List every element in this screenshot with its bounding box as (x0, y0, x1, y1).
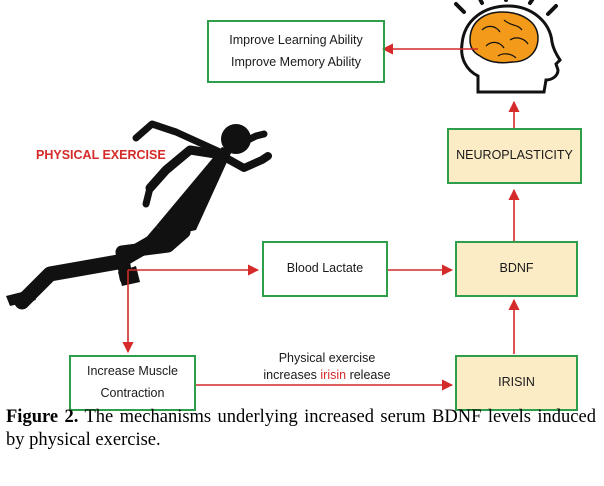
annotation-line1: Physical exercise (278, 351, 376, 365)
blood-lactate-box: Blood Lactate (262, 241, 388, 297)
blood-lactate-text: Blood Lactate (286, 261, 364, 276)
neuroplasticity-text: NEUROPLASTICITY (456, 148, 573, 163)
annotation-pre-text: increases (263, 367, 321, 382)
caption-label: Figure 2. (6, 407, 79, 427)
improve-learning-text: Improve Learning Ability (229, 32, 363, 47)
head-brain-icon (454, 0, 562, 94)
annotation-irisin-highlight: irisin (320, 367, 347, 382)
caption-text: The mechanisms underlying increased seru… (6, 407, 596, 451)
annotation-post-text: release (346, 367, 391, 382)
muscle-line2-text: Contraction (100, 386, 165, 400)
improve-memory-text: Improve Memory Ability (231, 54, 361, 69)
physical-exercise-label: PHYSICAL EXERCISE (36, 148, 166, 162)
improve-ability-box: Improve Learning Ability Improve Memory … (207, 20, 385, 83)
irisin-text: IRISIN (498, 375, 535, 390)
runner-silhouette-icon (6, 120, 272, 310)
annotation-line2: increases irisin release (232, 367, 422, 384)
irisin-box: IRISIN (455, 355, 578, 411)
bdnf-box: BDNF (455, 241, 578, 297)
bdnf-text: BDNF (499, 261, 534, 276)
neuroplasticity-box: NEUROPLASTICITY (447, 128, 582, 184)
muscle-contraction-box: Increase Muscle Contraction (69, 355, 196, 411)
irisin-annotation: Physical exercise increases irisin relea… (232, 350, 422, 384)
diagram-canvas (6, 0, 562, 391)
muscle-line1-text: Increase Muscle (86, 364, 178, 379)
figure-caption: Figure 2. The mechanisms underlying incr… (6, 406, 596, 453)
